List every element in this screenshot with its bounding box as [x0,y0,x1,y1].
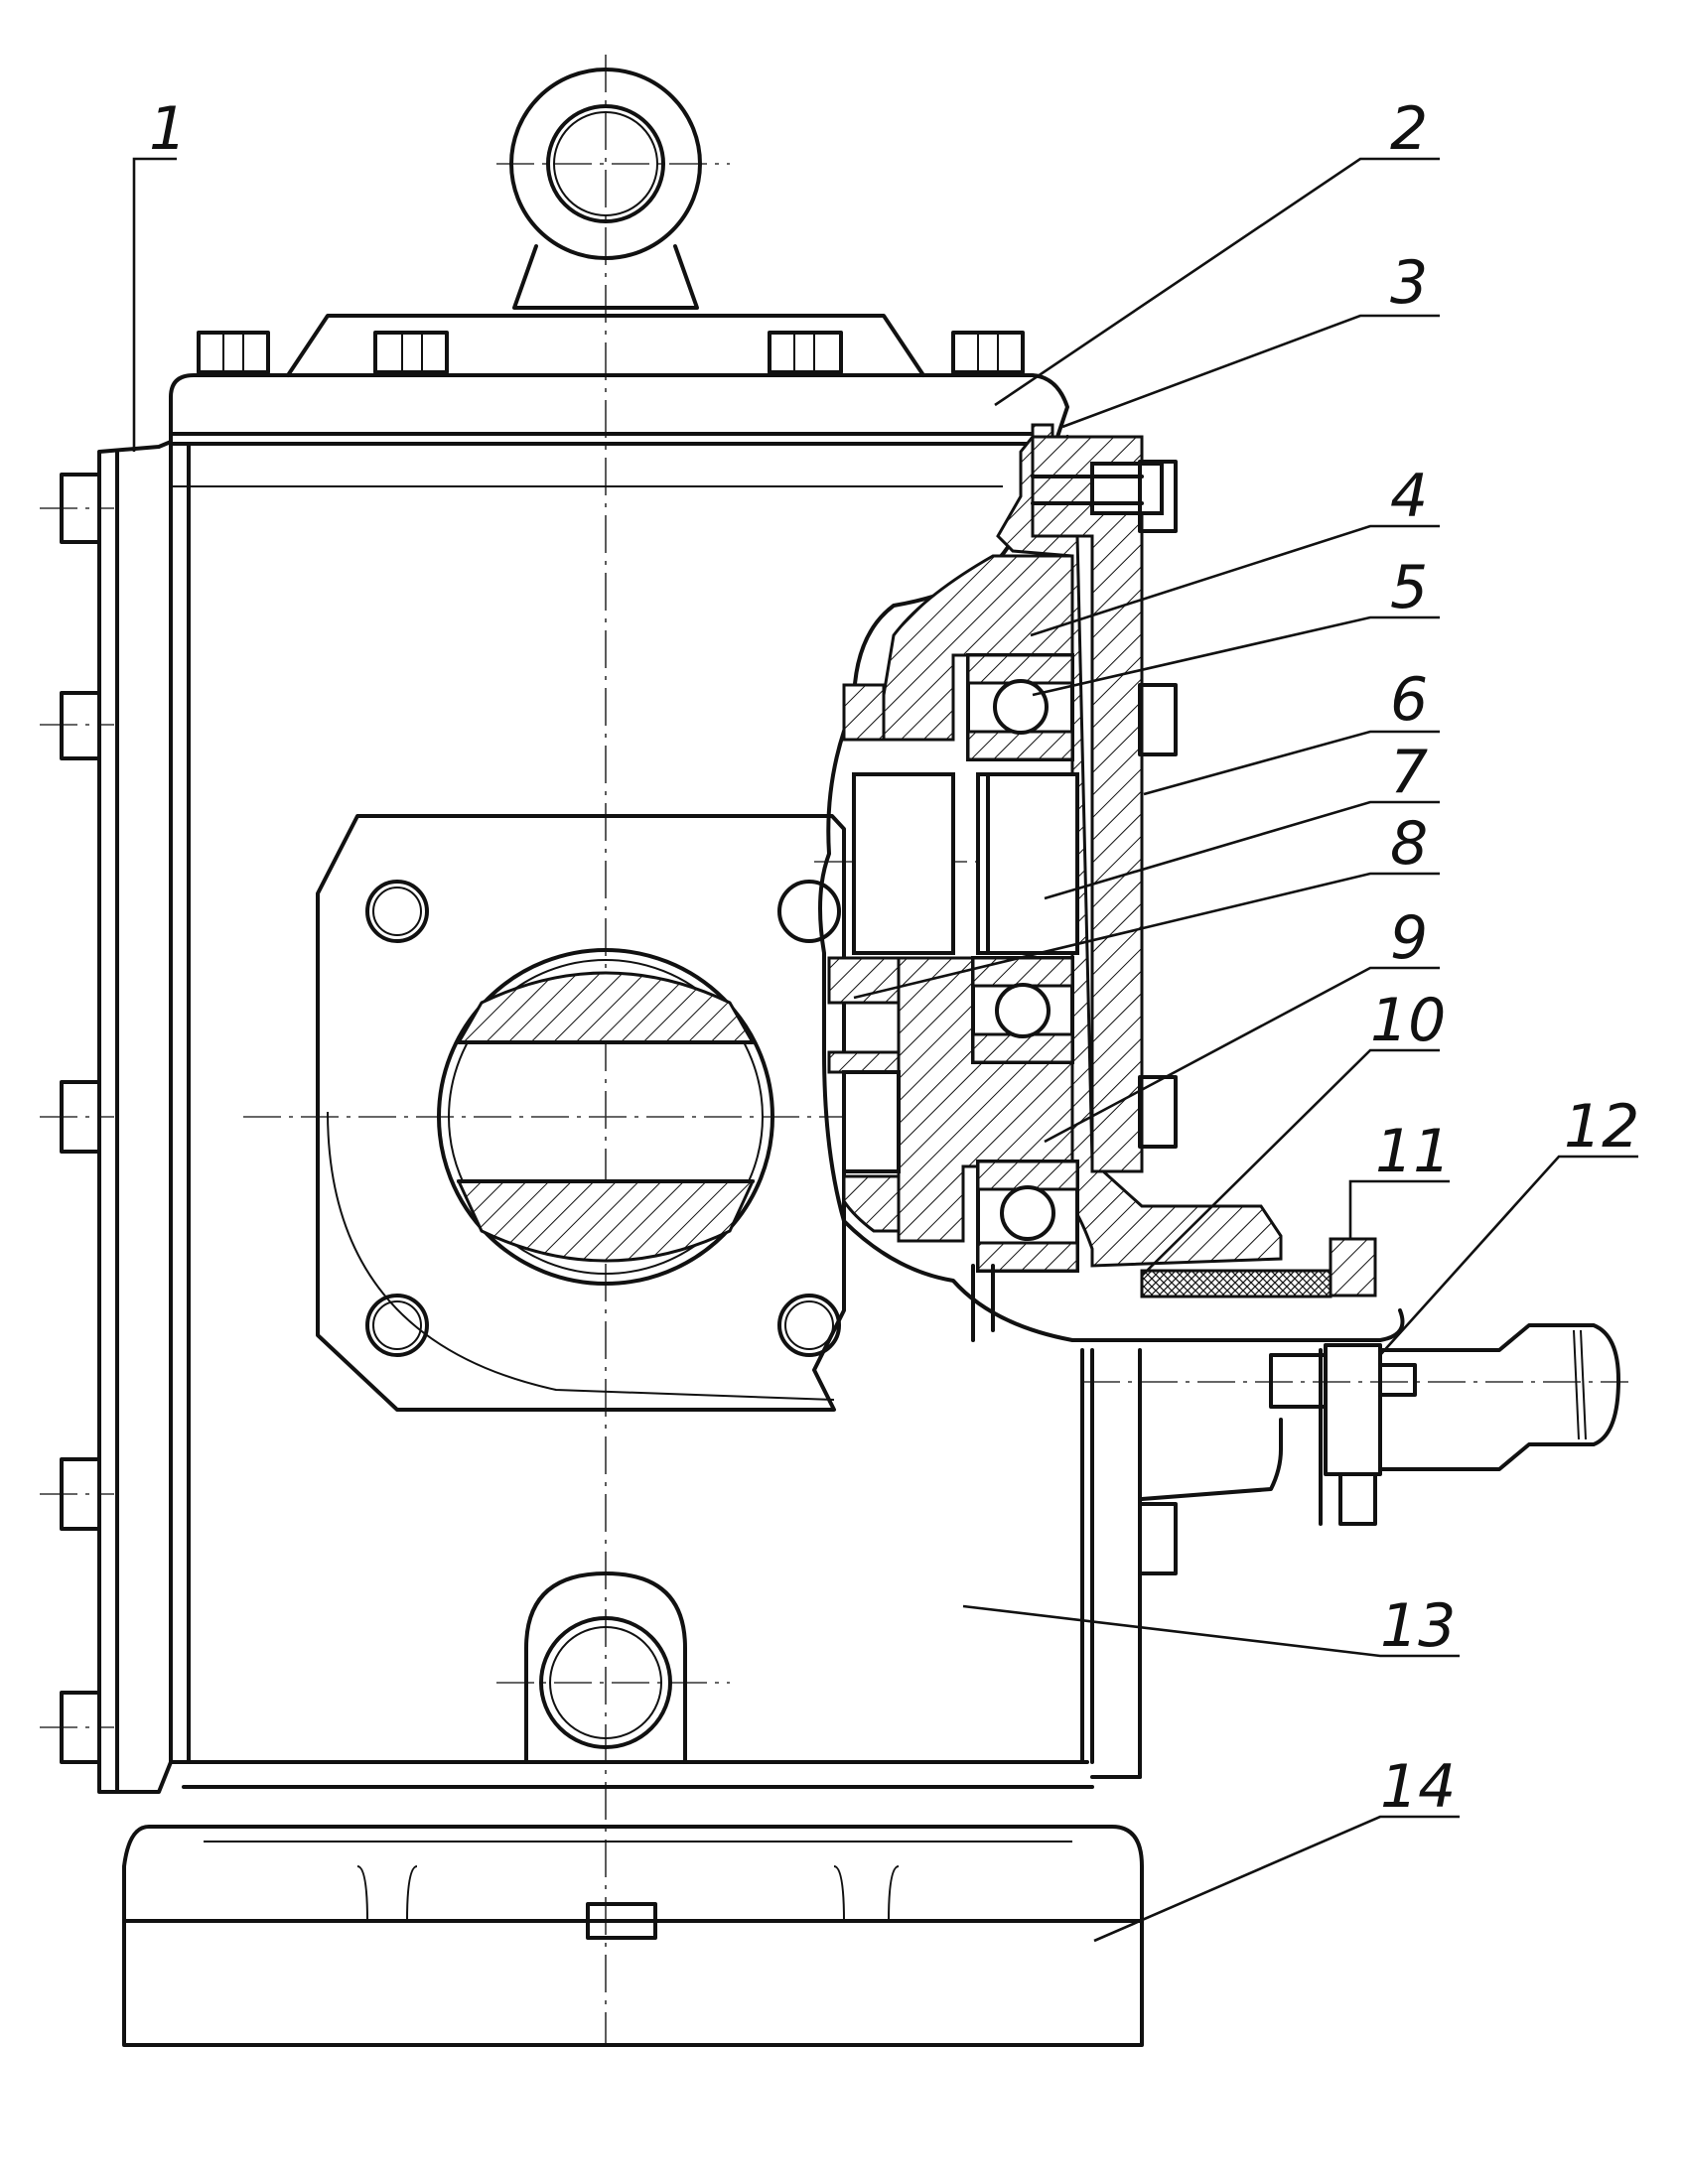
label-3: 3 [1390,248,1428,318]
part-labels: 1 2 3 4 5 6 7 8 9 10 11 12 13 14 [149,94,1639,1822]
label-14: 14 [1380,1752,1456,1822]
centre-lines [40,55,1628,2045]
label-7: 7 [1390,738,1428,807]
input-shaft [1140,1323,1620,1526]
top-bolt-heads [197,331,1025,374]
label-2: 2 [1390,94,1428,164]
label-11: 11 [1375,1117,1451,1186]
right-bolts [1138,460,1178,1575]
label-4: 4 [1390,462,1428,531]
label-8: 8 [1390,809,1428,879]
leader-lines [132,157,1638,1943]
side-bolts [60,473,101,1764]
base-plate [122,1825,1144,2047]
label-13: 13 [1380,1591,1456,1661]
top-cover [169,314,1069,487]
section-view [818,423,1405,1342]
label-9: 9 [1390,903,1428,973]
label-10: 10 [1370,986,1446,1055]
label-6: 6 [1390,665,1428,735]
output-shaft-bore [437,948,774,1286]
label-1: 1 [149,94,187,164]
label-12: 12 [1564,1092,1639,1161]
housing [169,442,1142,1789]
lifting-eye [509,68,702,310]
shaft-flange [316,814,846,1412]
label-5: 5 [1390,553,1428,622]
